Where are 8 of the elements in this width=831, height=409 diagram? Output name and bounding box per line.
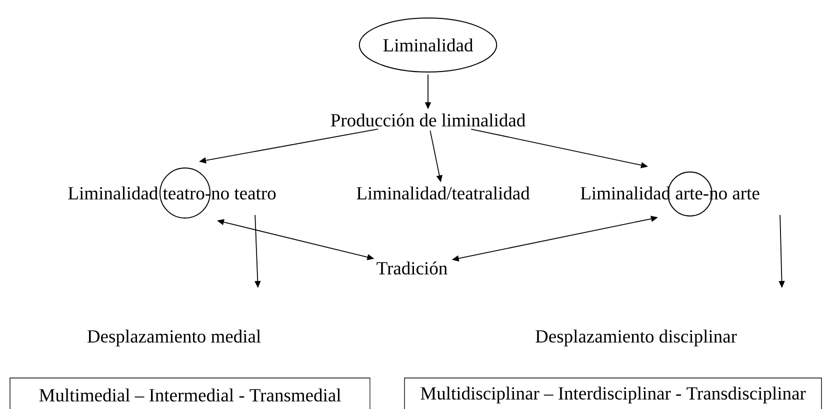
node-label: Tradición [376, 261, 448, 275]
ellipse-node: Liminalidad [358, 18, 498, 72]
text-box: Multimedial – Intermedial - Transmedial [10, 378, 370, 409]
node-label: Desplazamiento disciplinar [536, 330, 737, 346]
node-label: Producción de liminalidad [330, 113, 526, 127]
text-box: Multidisciplinar – Interdisciplinar - Transdisciplinar [404, 378, 822, 409]
node-label: Liminalidad/teatralidad [356, 186, 530, 200]
node-label: Desplazamiento medial [87, 330, 261, 346]
